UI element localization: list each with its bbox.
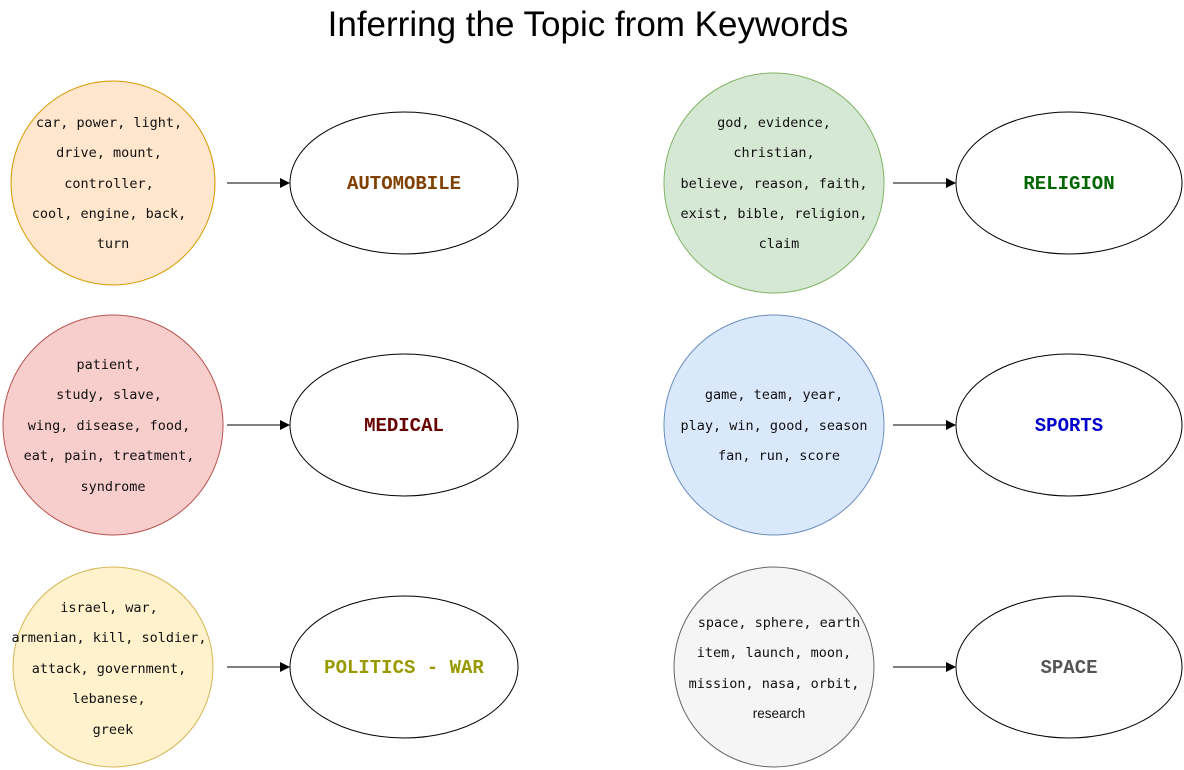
keyword-list-religion: god, evidence, christian, believe, reaso… [681, 115, 868, 252]
keyword-circle-sports [663, 314, 885, 536]
keyword-line: space, sphere, earth [698, 615, 861, 631]
topic-label-automobile: AUTOMOBILE [347, 173, 461, 195]
keyword-line: lebanese, [72, 691, 145, 707]
keyword-line: patient, [76, 357, 141, 373]
keyword-line: israel, war, [60, 600, 158, 616]
keyword-line: car, power, light, [36, 115, 182, 131]
topic-group-politics-war: israel, war, armenian, kill, soldier, at… [11, 566, 519, 768]
keyword-line: fan, run, score [718, 448, 840, 464]
keyword-circle-politics-war [12, 566, 214, 768]
keyword-line: mission, nasa, orbit, [689, 676, 860, 692]
topic-label-sports: SPORTS [1035, 415, 1103, 437]
keyword-line: drive, mount, [56, 145, 162, 161]
keyword-line: armenian, kill, soldier, [11, 630, 206, 646]
keyword-circle-religion [663, 72, 885, 294]
keyword-line: study, slave, [56, 387, 162, 403]
keyword-line: play, win, good, season [681, 418, 868, 434]
keyword-list-politics-war: israel, war, armenian, kill, soldier, at… [11, 600, 206, 738]
keyword-circle-space [673, 566, 875, 768]
keyword-line: god, evidence, [717, 115, 831, 131]
keyword-line: cool, engine, back, [32, 206, 186, 222]
keyword-line: turn [97, 236, 130, 252]
keyword-list-automobile: car, power, light, drive, mount, control… [32, 115, 186, 252]
topic-label-politics-war: POLITICS - WAR [324, 657, 484, 679]
keyword-line: attack, government, [32, 661, 186, 677]
keyword-line: eat, pain, treatment, [24, 448, 195, 464]
topic-ellipse-space [955, 595, 1183, 739]
topic-group-sports: game, team, year, play, win, good, seaso… [663, 314, 1183, 536]
keyword-circle-medical [2, 314, 224, 536]
keyword-line: greek [93, 722, 134, 738]
keyword-circle-automobile [10, 80, 216, 286]
keyword-line: game, team, year, [705, 387, 843, 403]
topic-label-medical: MEDICAL [364, 415, 444, 437]
keyword-line: research [753, 706, 806, 721]
topic-group-automobile: car, power, light, drive, mount, control… [10, 80, 519, 286]
topic-label-space: SPACE [1040, 657, 1097, 679]
keyword-list-medical: patient, study, slave, wing, disease, fo… [24, 357, 195, 495]
topic-group-space: space, sphere, earth item, launch, moon,… [673, 566, 1183, 768]
topic-ellipse-sports [955, 353, 1183, 497]
keyword-line: christian, [733, 145, 814, 161]
topic-label-religion: RELIGION [1023, 173, 1114, 195]
keyword-line: exist, bible, religion, [681, 206, 868, 222]
topic-ellipse-politics-war [289, 595, 519, 739]
topic-ellipse-automobile [289, 111, 519, 255]
keyword-line: claim [759, 236, 800, 252]
keyword-list-sports: game, team, year, play, win, good, seaso… [681, 387, 868, 464]
keyword-line: controller, [64, 176, 153, 192]
keyword-line: item, launch, moon, [697, 645, 851, 661]
keyword-line: wing, disease, food, [28, 418, 191, 434]
keyword-list-space: space, sphere, earth item, launch, moon,… [689, 615, 861, 721]
keyword-line: believe, reason, faith, [681, 176, 868, 192]
topic-ellipse-religion [955, 111, 1183, 255]
keyword-line: syndrome [80, 479, 145, 495]
diagram-title: Inferring the Topic from Keywords [328, 5, 849, 44]
topic-group-medical: patient, study, slave, wing, disease, fo… [2, 314, 519, 536]
topic-group-religion: god, evidence, christian, believe, reaso… [663, 72, 1183, 294]
topic-ellipse-medical [289, 353, 519, 497]
